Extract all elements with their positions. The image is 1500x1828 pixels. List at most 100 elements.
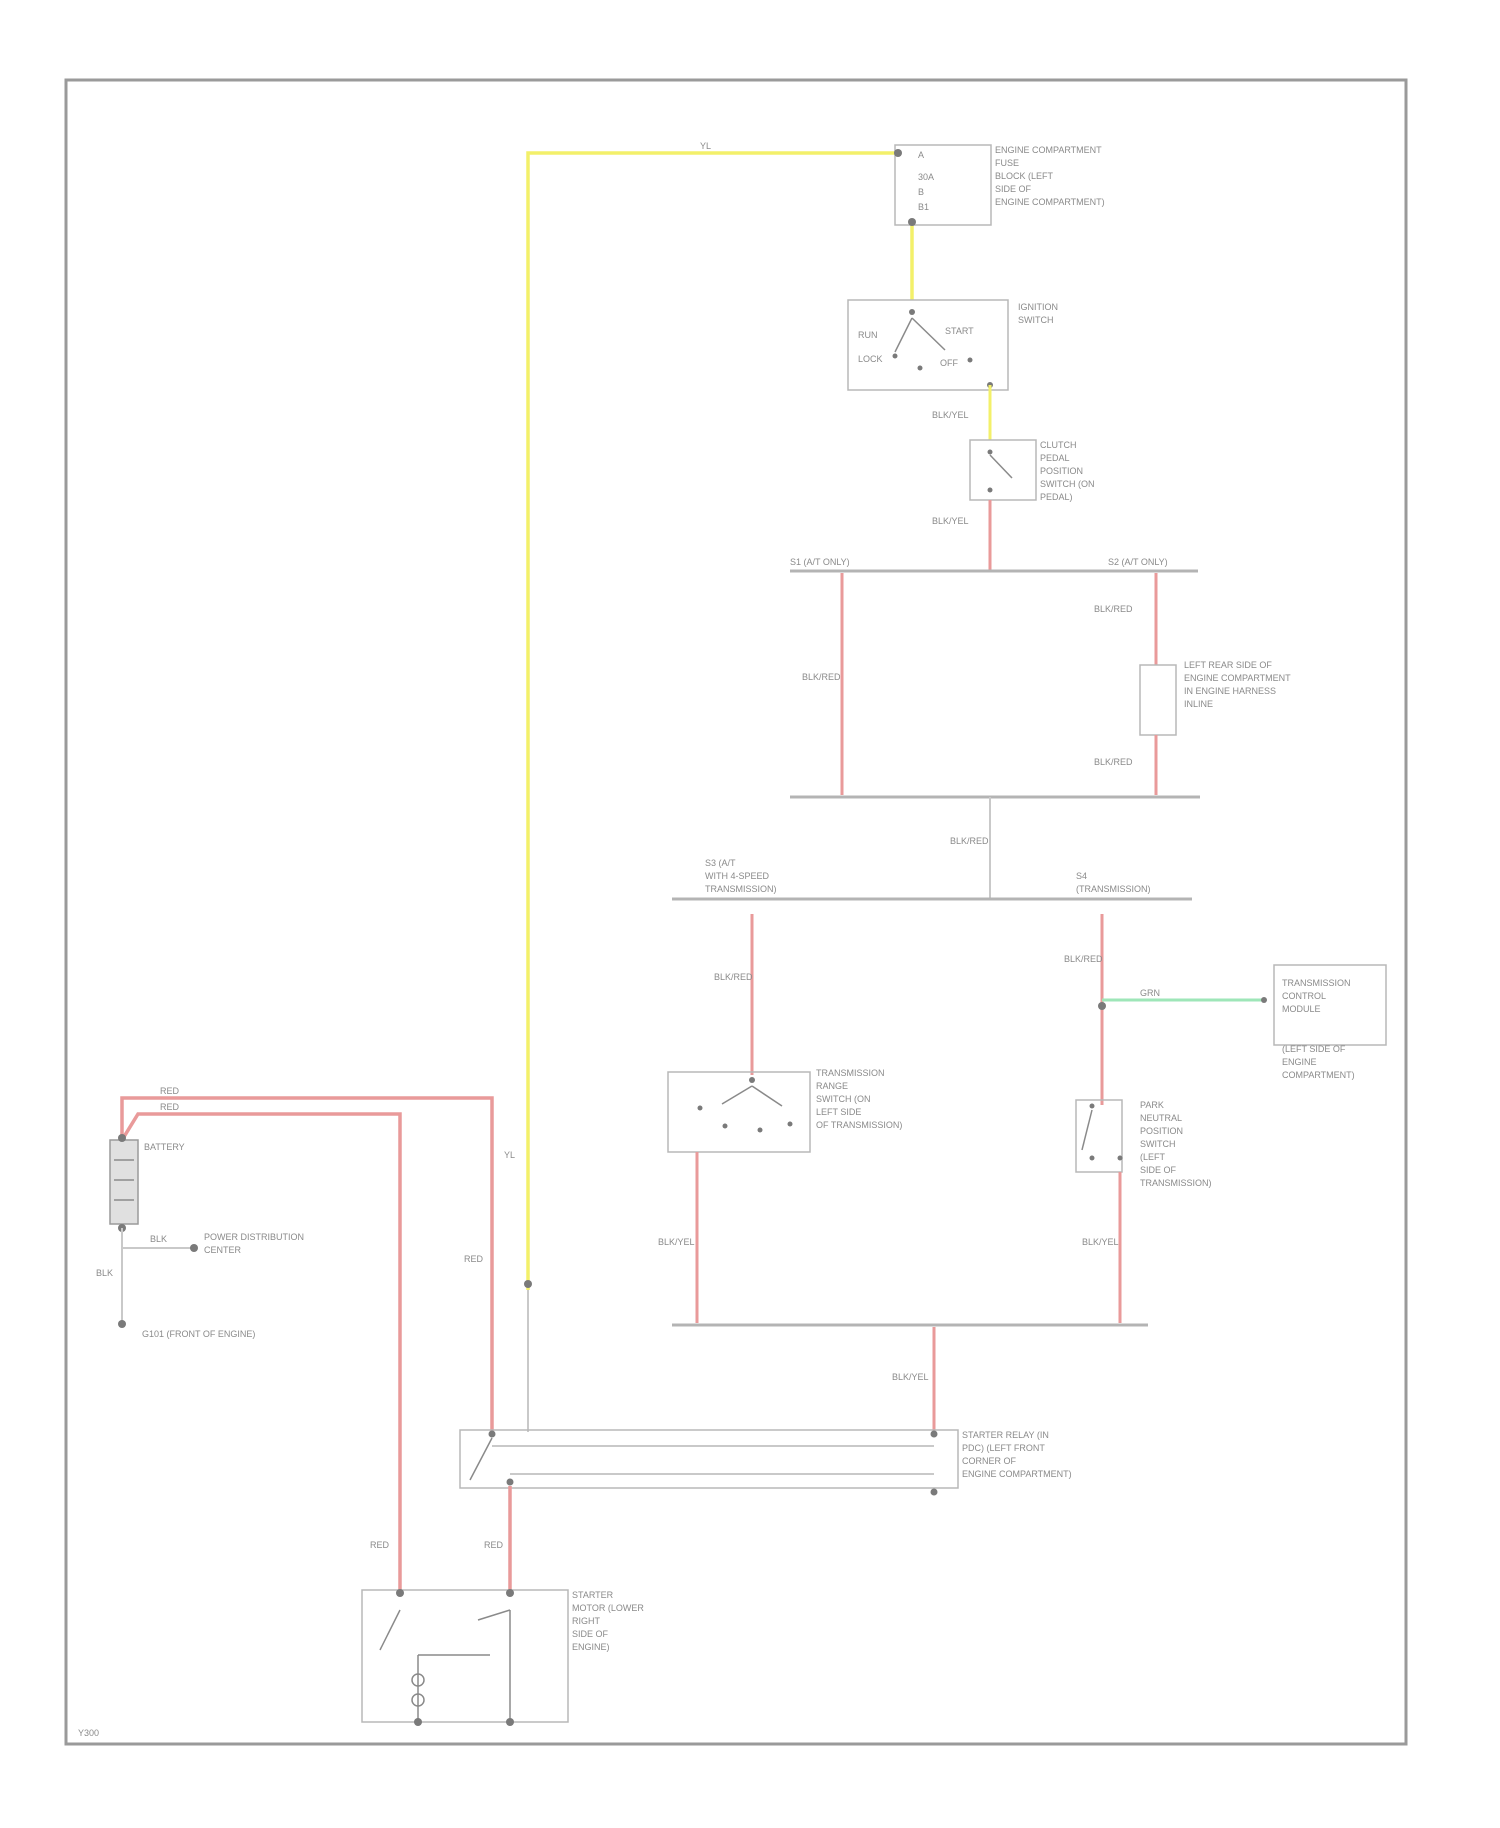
fuse-pin-label: A: [918, 150, 924, 160]
wire-label: BLK: [96, 1268, 113, 1278]
svg-text:SWITCH (ON: SWITCH (ON: [1040, 479, 1095, 489]
starter-relay-pin: [489, 1431, 496, 1438]
svg-text:ENGINE COMPARTMENT): ENGINE COMPARTMENT): [995, 197, 1105, 207]
svg-text:ENGINE: ENGINE: [1282, 1057, 1317, 1067]
fuse-pin-label: B1: [918, 202, 929, 212]
svg-text:OF TRANSMISSION): OF TRANSMISSION): [816, 1120, 902, 1130]
svg-text:SIDE OF: SIDE OF: [995, 184, 1032, 194]
svg-text:STARTER RELAY (IN: STARTER RELAY (IN: [962, 1430, 1049, 1440]
svg-text:S4: S4: [1076, 871, 1087, 881]
svg-text:COMPARTMENT): COMPARTMENT): [1282, 1070, 1355, 1080]
ignition-position-label: RUN: [858, 330, 878, 340]
tcm-pin: [1261, 997, 1267, 1003]
trs-contact: [788, 1122, 793, 1127]
starter-ground-pin: [414, 1718, 422, 1726]
starter-relay-label: STARTER RELAY (IN PDC) (LEFT FRONT CORNE…: [962, 1430, 1072, 1479]
svg-text:CORNER OF: CORNER OF: [962, 1456, 1017, 1466]
wire-label-red: RED: [160, 1102, 180, 1112]
wire-label: BLK/RED: [802, 672, 841, 682]
ignition-switch-contact: [968, 358, 973, 363]
svg-text:TRANSMISSION): TRANSMISSION): [705, 884, 777, 894]
diode-box: [1140, 665, 1176, 735]
ground-point-dot: [190, 1244, 198, 1252]
ignition-switch-contact: [893, 354, 898, 359]
ignition-switch-arm: [912, 318, 945, 350]
pnp-arm: [1082, 1110, 1092, 1150]
svg-text:WITH 4-SPEED: WITH 4-SPEED: [705, 871, 770, 881]
svg-text:POSITION: POSITION: [1140, 1126, 1183, 1136]
wire-label: BLK/YEL: [658, 1237, 695, 1247]
ignition-switch-label: IGNITION SWITCH: [1018, 302, 1058, 325]
svg-text:SWITCH: SWITCH: [1140, 1139, 1176, 1149]
svg-text:S3 (A/T: S3 (A/T: [705, 858, 736, 868]
wire-label: BLK/YEL: [932, 516, 969, 526]
svg-text:MOTOR (LOWER: MOTOR (LOWER: [572, 1603, 644, 1613]
wire-label: BLK/RED: [1094, 757, 1133, 767]
trs-contact: [749, 1077, 755, 1083]
svg-text:SWITCH (ON: SWITCH (ON: [816, 1094, 871, 1104]
splice-label: S1 (A/T ONLY): [790, 557, 850, 567]
ignition-switch-arm: [895, 318, 912, 352]
splice-label: S2 (A/T ONLY): [1108, 557, 1168, 567]
wire-label: BLK/RED: [950, 836, 989, 846]
ignition-position-label: LOCK: [858, 354, 883, 364]
trs-contact: [758, 1128, 763, 1133]
svg-text:IGNITION: IGNITION: [1018, 302, 1058, 312]
starter-relay-box: [460, 1430, 958, 1488]
svg-text:(TRANSMISSION): (TRANSMISSION): [1076, 884, 1151, 894]
pnp-contact: [1118, 1156, 1123, 1161]
clutch-switch-label: CLUTCH PEDAL POSITION SWITCH (ON PEDAL): [1040, 440, 1095, 502]
fuse-pin-label: 30A: [918, 172, 934, 182]
svg-text:POSITION: POSITION: [1040, 466, 1083, 476]
wire-red-battery-starter: [122, 1114, 400, 1593]
park-neutral-switch-label: PARK NEUTRAL POSITION SWITCH (LEFT SIDE …: [1140, 1100, 1212, 1188]
svg-text:SWITCH: SWITCH: [1018, 315, 1054, 325]
wire-label-yellow-vertical: YL: [504, 1150, 515, 1160]
wire-label: BLK: [150, 1234, 167, 1244]
wire-label-red: RED: [370, 1540, 390, 1550]
trs-contact: [698, 1106, 703, 1111]
starter-relay-pin: [931, 1431, 938, 1438]
svg-text:(LEFT: (LEFT: [1140, 1152, 1166, 1162]
svg-text:SIDE OF: SIDE OF: [1140, 1165, 1177, 1175]
battery-symbol: [110, 1140, 138, 1224]
ignition-switch-contact: [918, 366, 923, 371]
wire-label-yellow-top: YL: [700, 141, 711, 151]
fuse-pin-dot: [894, 149, 902, 157]
svg-text:POWER DISTRIBUTION: POWER DISTRIBUTION: [204, 1232, 304, 1242]
ground-g101-dot: [118, 1320, 126, 1328]
svg-text:PDC) (LEFT FRONT: PDC) (LEFT FRONT: [962, 1443, 1045, 1453]
svg-text:PARK: PARK: [1140, 1100, 1164, 1110]
wire-label-red: RED: [484, 1540, 504, 1550]
ignition-position-label: OFF: [940, 358, 958, 368]
clutch-switch-arm: [990, 455, 1012, 478]
starter-ground-pin: [506, 1718, 514, 1726]
pnp-contact: [1090, 1104, 1095, 1109]
svg-text:LEFT REAR SIDE OF: LEFT REAR SIDE OF: [1184, 660, 1272, 670]
svg-text:RANGE: RANGE: [816, 1081, 848, 1091]
svg-text:CLUTCH: CLUTCH: [1040, 440, 1077, 450]
trs-contact: [723, 1124, 728, 1129]
trs-arm: [752, 1086, 782, 1106]
wire-label: BLK/YEL: [1082, 1237, 1119, 1247]
svg-text:CONTROL: CONTROL: [1282, 991, 1326, 1001]
svg-text:ENGINE): ENGINE): [572, 1642, 610, 1652]
svg-text:PEDAL: PEDAL: [1040, 453, 1070, 463]
svg-text:MODULE: MODULE: [1282, 1004, 1321, 1014]
starter-box: [362, 1590, 568, 1722]
fuse-block-label: ENGINE COMPARTMENT FUSE BLOCK (LEFT SIDE…: [995, 145, 1105, 207]
fuse-pin-label: B: [918, 187, 924, 197]
battery-label: BATTERY: [144, 1142, 185, 1152]
clutch-switch-contact: [988, 450, 993, 455]
starter-relay-pin: [507, 1479, 514, 1486]
wire-label: BLK/YEL: [932, 410, 969, 420]
wire-label: BLK/RED: [1094, 604, 1133, 614]
clutch-switch-contact: [988, 488, 993, 493]
svg-text:RIGHT: RIGHT: [572, 1616, 601, 1626]
page-code: Y300: [78, 1728, 99, 1738]
ignition-position-label: START: [945, 326, 974, 336]
battery-terminal: [118, 1134, 126, 1142]
tcm-label: TRANSMISSION CONTROL MODULE (LEFT SIDE O…: [1282, 978, 1355, 1080]
svg-text:TRANSMISSION): TRANSMISSION): [1140, 1178, 1212, 1188]
svg-text:(LEFT SIDE OF: (LEFT SIDE OF: [1282, 1044, 1346, 1054]
